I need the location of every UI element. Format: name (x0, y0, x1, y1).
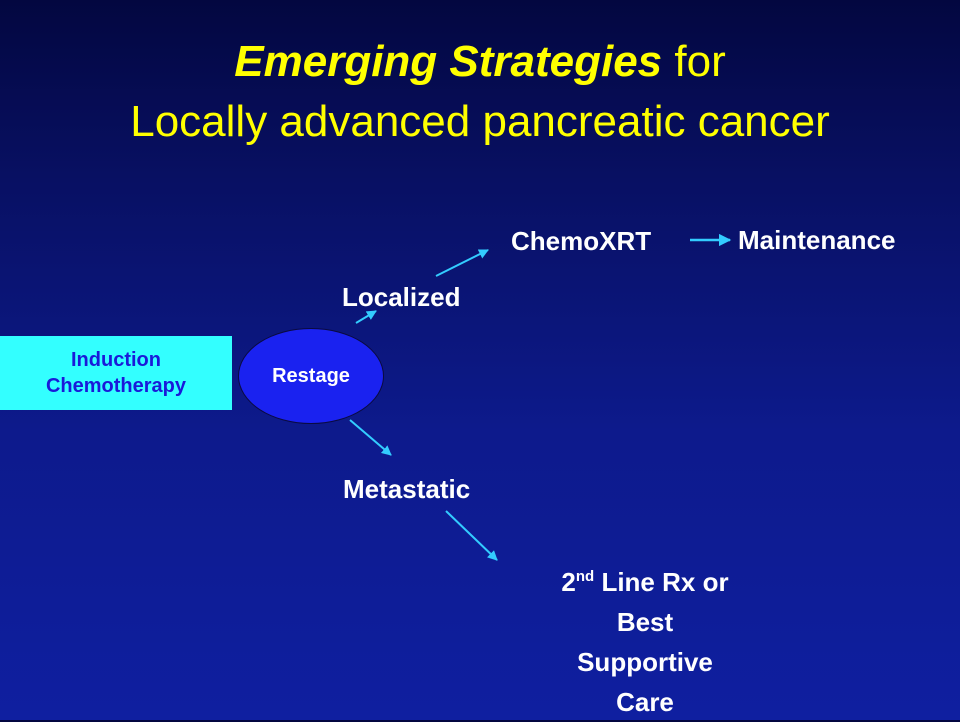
induction-label-line1: Induction (71, 349, 161, 371)
title-emphasis: Emerging Strategies (234, 37, 663, 86)
second-line-row4: Care (616, 687, 674, 717)
induction-chemotherapy-box: Induction Chemotherapy (0, 336, 232, 410)
second-line-row1: 2nd Line Rx or (561, 567, 729, 597)
slide-title-line1: Emerging Strategies for (0, 36, 960, 88)
slide-title-line2: Locally advanced pancreatic cancer (130, 97, 830, 146)
restage-node: Restage (238, 328, 384, 424)
arrow-restage-to-metastatic (349, 419, 392, 456)
chemoxrt-label: ChemoXRT (511, 226, 652, 256)
second-line-label: 2nd Line Rx or Best Supportive Care (520, 562, 770, 722)
induction-label-line2: Chemotherapy (45, 375, 187, 397)
restage-label: Restage (272, 364, 350, 387)
maintenance-label: Maintenance (738, 225, 896, 255)
arrow-metastatic-to-secondline (445, 510, 498, 561)
arrow-restage-to-localized (355, 310, 377, 324)
localized-label: Localized (342, 282, 461, 312)
arrow-localized-to-chemoxrt (435, 249, 489, 277)
second-line-row2: Best (616, 607, 674, 637)
title-rest: for (662, 37, 726, 86)
metastatic-label: Metastatic (343, 474, 471, 504)
second-line-row3: Supportive (577, 647, 713, 677)
